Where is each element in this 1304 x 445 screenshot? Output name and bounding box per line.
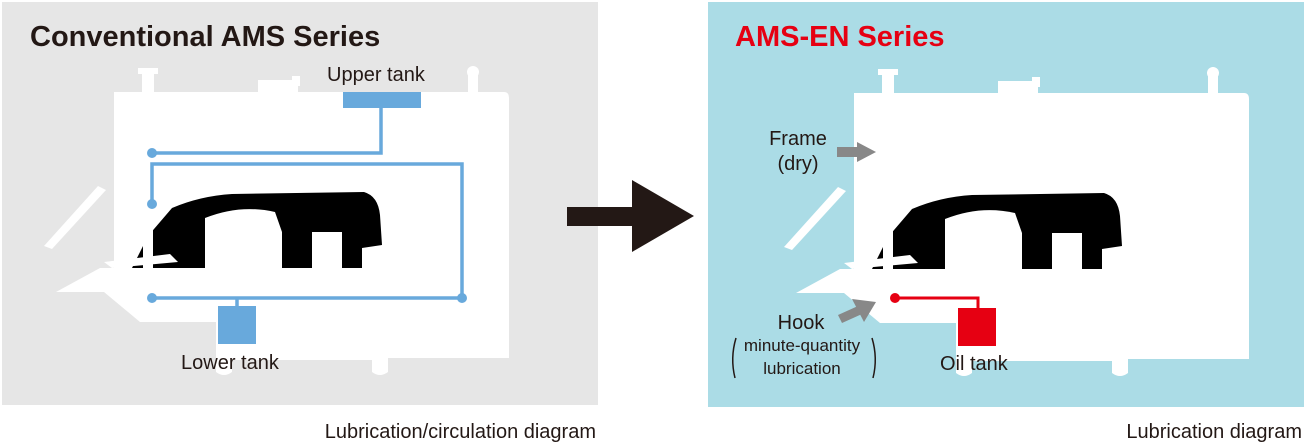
- hook-sub-label-1: minute-quantity: [744, 336, 861, 355]
- oil-line: [890, 293, 980, 310]
- upper-tank: [343, 92, 421, 108]
- transition-arrow-icon: [567, 180, 694, 252]
- right-title: AMS-EN Series: [735, 21, 945, 53]
- hook-label: Hook: [778, 312, 826, 334]
- left-title: Conventional AMS Series: [30, 21, 380, 53]
- hook-sub-label-2: lubrication: [763, 359, 841, 378]
- frame-pointer-arrow-icon: [837, 142, 876, 162]
- hook-parentheses: [732, 337, 876, 379]
- left-caption: Lubrication/circulation diagram: [325, 421, 596, 443]
- circulation-nodes: [147, 148, 467, 303]
- frame-label: Frame: [769, 128, 827, 150]
- oil-tank: [958, 308, 996, 346]
- frame-sub-label: (dry): [777, 153, 818, 175]
- lower-tank: [218, 306, 256, 344]
- left-panel-conventional: #lp .cut{fill:#e6e6e6} Conventional AMS …: [2, 2, 598, 405]
- lower-tank-label: Lower tank: [181, 352, 280, 374]
- circulation-lines: [150, 106, 464, 308]
- oil-tank-label: Oil tank: [940, 353, 1009, 375]
- right-panel-ams-en: #rp .cut{fill:#abdce6} AMS-EN Series Fra…: [708, 2, 1304, 407]
- hook-pointer-arrow-icon: [838, 299, 876, 323]
- upper-tank-label: Upper tank: [327, 64, 426, 86]
- right-caption: Lubrication diagram: [1126, 421, 1302, 443]
